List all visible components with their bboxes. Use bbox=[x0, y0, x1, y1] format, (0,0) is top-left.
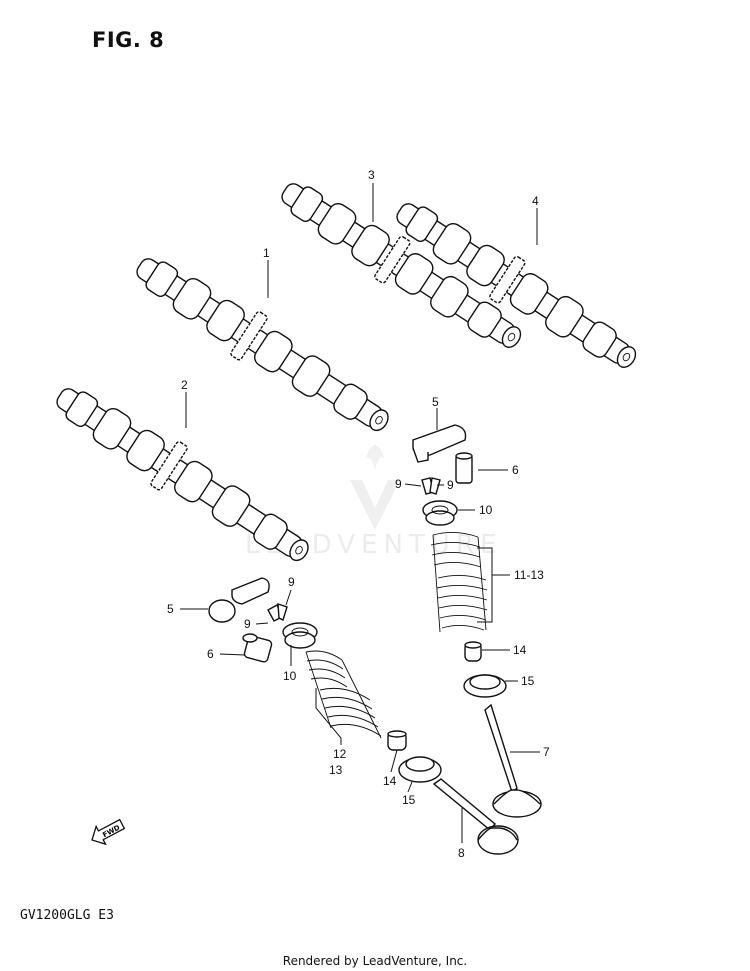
callout-10b: 10 bbox=[283, 669, 297, 683]
camshaft-3[interactable] bbox=[271, 169, 531, 362]
valve-springs-right[interactable] bbox=[430, 532, 488, 633]
callout-10a: 10 bbox=[479, 503, 493, 517]
callout-8: 8 bbox=[458, 846, 465, 860]
adjuster-left[interactable] bbox=[242, 633, 273, 663]
callout-5a: 5 bbox=[432, 395, 439, 409]
valve-seal-right[interactable] bbox=[464, 641, 482, 662]
callout-1: 1 bbox=[263, 246, 270, 260]
camshaft-4[interactable] bbox=[386, 189, 646, 382]
cotter-left[interactable] bbox=[267, 603, 288, 622]
callout-14b: 14 bbox=[383, 774, 397, 788]
model-code: GV1200GLG E3 bbox=[20, 908, 114, 923]
rocker-arm-right[interactable] bbox=[412, 424, 467, 463]
callout-13: 13 bbox=[329, 763, 343, 777]
callout-14a: 14 bbox=[513, 643, 527, 657]
callout-6b: 6 bbox=[207, 647, 214, 661]
valve-seal-left[interactable] bbox=[387, 730, 407, 751]
callout-9c: 9 bbox=[288, 575, 295, 589]
callout-9a: 9 bbox=[395, 477, 402, 491]
callout-7: 7 bbox=[543, 745, 550, 759]
valve-7[interactable] bbox=[484, 703, 542, 818]
valve-8[interactable] bbox=[432, 778, 519, 855]
callout-4: 4 bbox=[532, 194, 539, 208]
callout-6a: 6 bbox=[512, 463, 519, 477]
figure-title: FIG. 8 bbox=[92, 28, 165, 52]
callout-15b: 15 bbox=[402, 793, 416, 807]
forward-arrow-icon: FWD bbox=[91, 818, 126, 846]
callout-9b: 9 bbox=[447, 478, 454, 492]
spring-seat-right[interactable] bbox=[463, 674, 507, 698]
valve-springs-left[interactable] bbox=[305, 650, 382, 739]
leader-lines bbox=[180, 183, 540, 843]
callout-2: 2 bbox=[181, 378, 188, 392]
leadventure-logo-icon bbox=[350, 445, 400, 530]
footer-credit: Rendered by LeadVenture, Inc. bbox=[282, 954, 468, 968]
callout-9d: 9 bbox=[244, 617, 251, 631]
callout-5b: 5 bbox=[167, 602, 174, 616]
rocker-arm-left[interactable] bbox=[208, 577, 270, 623]
camshaft-1[interactable] bbox=[126, 243, 400, 446]
callout-11-13: 11-13 bbox=[514, 568, 544, 582]
cotter-right[interactable] bbox=[421, 477, 441, 495]
adjuster-right[interactable] bbox=[455, 452, 473, 484]
callout-15a: 15 bbox=[521, 674, 535, 688]
spring-seat-left[interactable] bbox=[398, 756, 442, 783]
callouts: 3 4 1 2 5 6 9 9 10 11-13 14 15 7 5 9 9 6… bbox=[167, 168, 550, 860]
callout-12: 12 bbox=[333, 747, 347, 761]
camshaft-2[interactable] bbox=[46, 373, 320, 576]
fwd-label: FWD bbox=[101, 823, 121, 839]
retainer-right[interactable] bbox=[422, 500, 458, 526]
retainer-left[interactable] bbox=[282, 622, 318, 649]
callout-3: 3 bbox=[368, 168, 375, 182]
